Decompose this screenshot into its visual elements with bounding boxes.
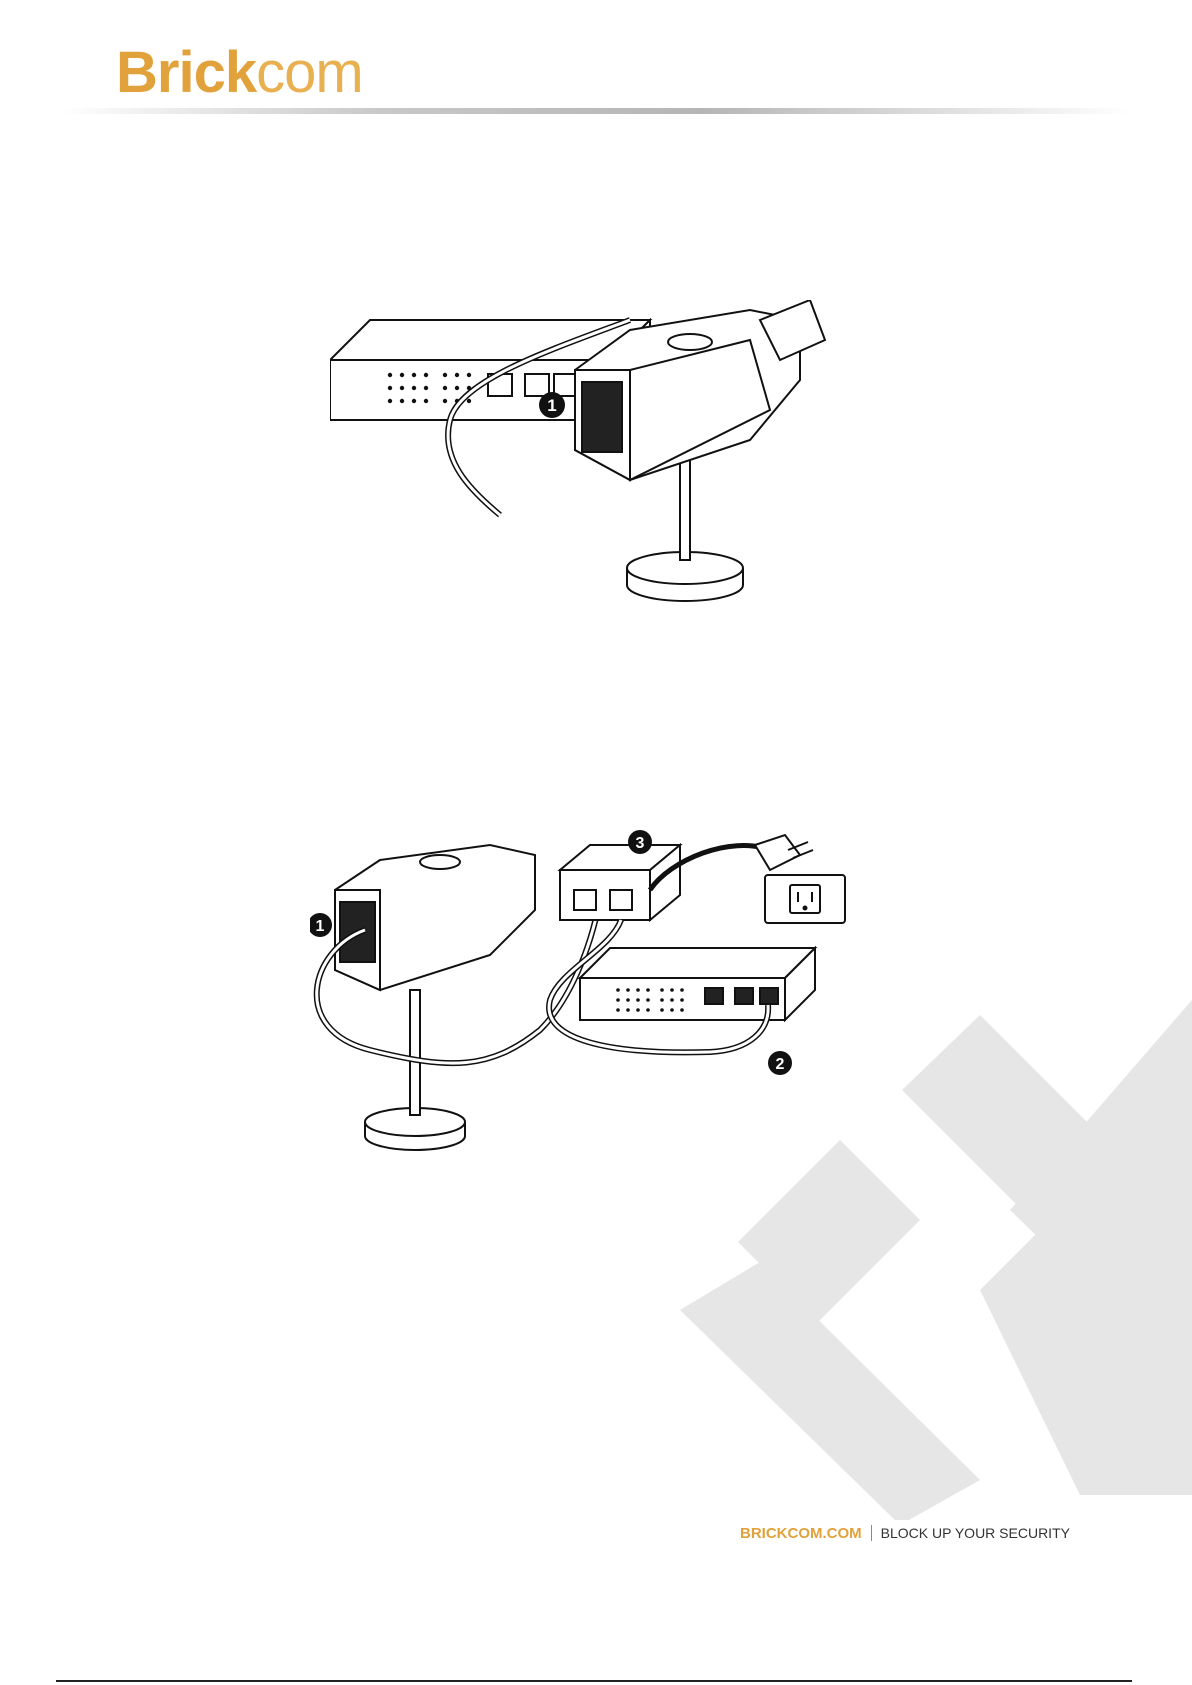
callout-2: 2 (768, 1051, 792, 1075)
svg-text:3: 3 (636, 835, 645, 852)
brickcom-logo: Brickcom (116, 44, 363, 102)
poe-injector (560, 845, 680, 920)
callout-1: 1 (539, 392, 565, 418)
footer: BRICKCOM.COM BLOCK UP YOUR SECURITY (740, 1525, 1070, 1542)
logo-bold-text: Brick (116, 40, 256, 105)
power-plug (755, 835, 813, 870)
figure-camera-to-switch: 1 (330, 300, 830, 650)
network-switch (580, 948, 815, 1020)
svg-text:1: 1 (547, 396, 556, 415)
footer-separator (871, 1525, 872, 1541)
bottom-rule (56, 1680, 1132, 1682)
svg-text:2: 2 (776, 1056, 785, 1073)
camera (335, 845, 535, 990)
footer-slogan: BLOCK UP YOUR SECURITY (881, 1525, 1070, 1541)
figure-camera-poe-injector: 1 3 2 (310, 830, 930, 1160)
callout-1: 1 (310, 913, 332, 937)
header-divider (60, 108, 1130, 114)
logo-thin-text: com (256, 40, 363, 105)
footer-brand: BRICKCOM.COM (740, 1525, 862, 1542)
callout-3: 3 (628, 830, 652, 854)
camera-stand (365, 990, 465, 1150)
svg-text:1: 1 (316, 918, 325, 935)
power-outlet (765, 875, 845, 923)
